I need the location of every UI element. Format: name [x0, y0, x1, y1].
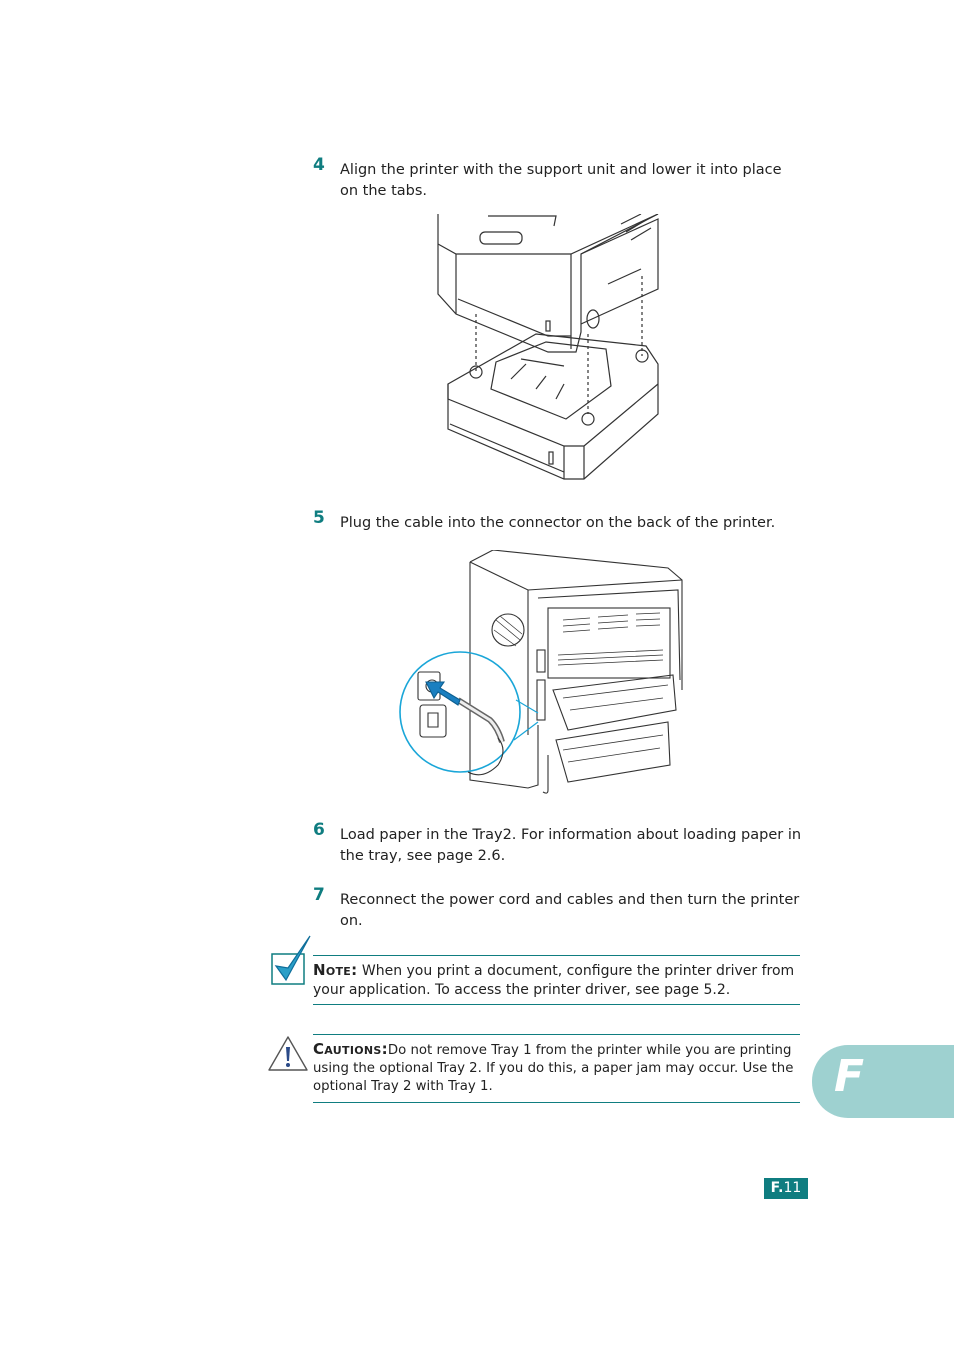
page-number-value: 11 — [783, 1180, 802, 1196]
page-number: F.11 — [764, 1178, 808, 1199]
step-number: 5 — [313, 508, 325, 528]
note-box: Note: When you print a document, configu… — [313, 955, 800, 1005]
note-text: When you print a document, configure the… — [313, 963, 795, 998]
step-4: 4 Align the printer with the support uni… — [313, 155, 803, 202]
section-letter: F — [834, 1051, 865, 1102]
checkmark-note-icon — [271, 935, 311, 985]
caution-text: Do not remove Tray 1 from the printer wh… — [313, 1043, 794, 1094]
printer-cable-connection-illustration — [399, 550, 683, 794]
step-6: 6 Load paper in the Tray2. For informati… — [313, 820, 803, 867]
note-label: Note: — [313, 961, 358, 979]
step-text: Align the printer with the support unit … — [340, 162, 782, 199]
step-7: 7 Reconnect the power cord and cables an… — [313, 885, 803, 932]
printer-support-unit-illustration — [437, 214, 659, 480]
page-number-prefix: F. — [770, 1180, 784, 1196]
step-text: Plug the cable into the connector on the… — [340, 515, 776, 531]
step-number: 7 — [313, 885, 325, 905]
step-number: 6 — [313, 820, 325, 840]
warning-caution-icon — [268, 1036, 308, 1071]
caution-box: Cautions:Do not remove Tray 1 from the p… — [313, 1034, 800, 1103]
step-5: 5 Plug the cable into the connector on t… — [313, 508, 803, 534]
caution-label: Cautions: — [313, 1040, 388, 1058]
section-tab: F — [812, 1045, 954, 1118]
step-number: 4 — [313, 155, 325, 175]
step-text: Load paper in the Tray2. For information… — [340, 827, 802, 864]
step-text: Reconnect the power cord and cables and … — [340, 892, 800, 929]
